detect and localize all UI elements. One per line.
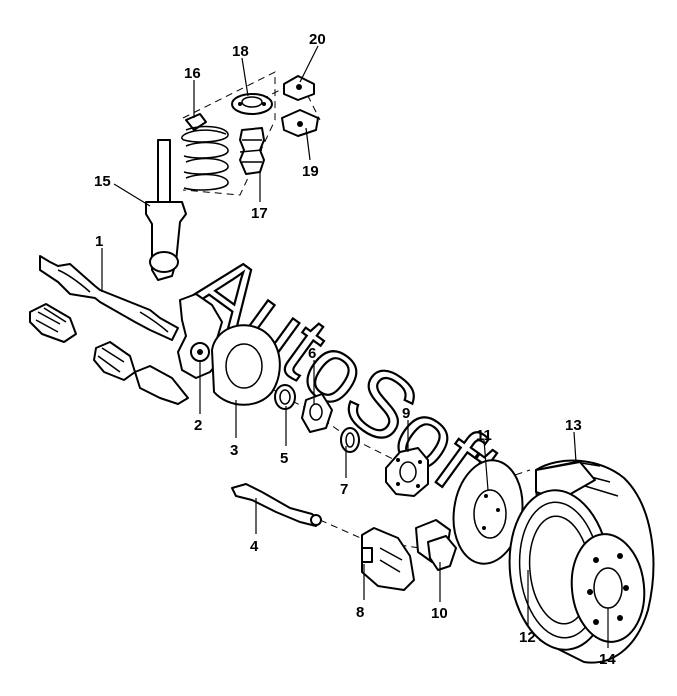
brake-pads: [415, 519, 457, 571]
callout-16: 16: [184, 65, 201, 82]
callout-leader-lines: [101, 45, 609, 648]
callout-2: 2: [194, 417, 202, 434]
callout-13: 13: [565, 417, 582, 434]
callout-14: 14: [599, 651, 616, 668]
callout-1: 1: [95, 233, 103, 250]
callout-3: 3: [230, 442, 238, 459]
shock-absorber: [145, 139, 187, 281]
retaining-ring: [340, 427, 360, 453]
brake-caliper: [361, 527, 415, 591]
wheel-bearing: [301, 393, 333, 433]
cv-boot-set: [29, 303, 189, 405]
bump-stop-boot: [239, 127, 265, 175]
callout-8: 8: [356, 604, 364, 621]
callout-7: 7: [340, 481, 348, 498]
hub-cap: [570, 533, 646, 643]
callout-18: 18: [232, 43, 249, 60]
wheel-hub: [385, 447, 429, 497]
dust-shield: [211, 324, 281, 406]
steering-knuckle: [177, 293, 223, 379]
drive-shaft: [39, 255, 179, 341]
callout-9: 9: [402, 405, 410, 422]
spring-seat: [231, 93, 273, 115]
callout-15: 15: [94, 173, 111, 190]
callout-20: 20: [309, 31, 326, 48]
strut-mount-top: [283, 75, 315, 101]
coil-spring: [181, 113, 229, 191]
callout-6: 6: [308, 345, 316, 362]
callout-4: 4: [250, 538, 259, 555]
brake-hose: [231, 483, 322, 527]
callout-5: 5: [280, 450, 288, 467]
seal-ring: [274, 384, 296, 410]
callout-12: 12: [519, 629, 536, 646]
callout-11: 11: [476, 427, 492, 444]
callout-19: 19: [302, 163, 319, 180]
callout-labels: 1 2 3 4 5 6 7 8 9 10 11 12 13 14 15 16 1…: [94, 31, 616, 668]
callout-17: 17: [251, 205, 268, 222]
callout-10: 10: [431, 605, 448, 622]
strut-mount-bottom: [281, 109, 319, 137]
